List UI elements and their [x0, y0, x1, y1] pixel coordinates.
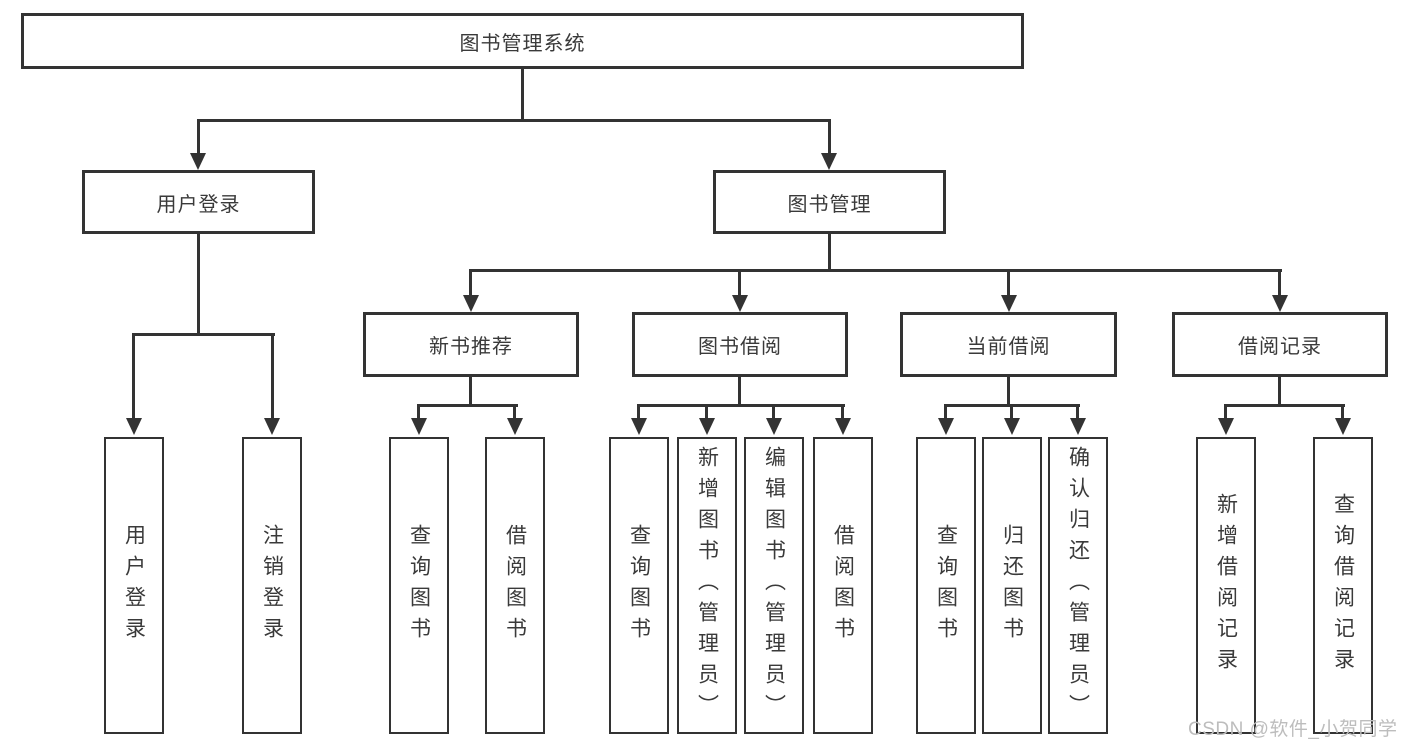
leaf-label: 借阅图书 — [503, 523, 527, 648]
arrowhead — [1070, 418, 1086, 435]
leaf-label: 查询借阅记录 — [1331, 492, 1355, 679]
leaf-add-borrow-record: 新增借阅记录 — [1196, 437, 1256, 734]
connector-line — [271, 333, 274, 420]
arrowhead — [126, 418, 142, 435]
branch-user-login: 用户登录 — [82, 170, 315, 234]
arrowhead — [264, 418, 280, 435]
arrowhead — [190, 153, 206, 170]
arrowhead — [631, 418, 647, 435]
connector-line — [1076, 404, 1079, 420]
section-borrow-records: 借阅记录 — [1172, 312, 1388, 377]
section-book-borrow: 图书借阅 — [632, 312, 848, 377]
leaf-label: 新增借阅记录 — [1214, 492, 1238, 679]
leaf-label: 查询图书 — [407, 523, 431, 648]
leaf-borrow-books-1: 借阅图书 — [485, 437, 545, 734]
connector-line — [417, 404, 420, 420]
connector-line — [197, 232, 200, 336]
connector-line — [197, 119, 200, 155]
leaf-search-books-3: 查询图书 — [916, 437, 976, 734]
connector-line — [513, 404, 516, 420]
arrowhead — [821, 153, 837, 170]
connector-line — [637, 404, 640, 420]
arrowhead — [1218, 418, 1234, 435]
connector-line — [772, 404, 775, 420]
arrowhead — [507, 418, 523, 435]
leaf-borrow-books-2: 借阅图书 — [813, 437, 873, 734]
leaf-search-books-2: 查询图书 — [609, 437, 669, 734]
arrowhead — [1335, 418, 1351, 435]
connector-line — [1278, 269, 1281, 297]
leaf-search-books-1: 查询图书 — [389, 437, 449, 734]
connector-line — [705, 404, 708, 420]
branch-book-mgmt: 图书管理 — [713, 170, 946, 234]
connector-line — [1010, 404, 1013, 420]
connector-line — [638, 404, 845, 407]
connector-line — [197, 119, 831, 122]
arrowhead — [835, 418, 851, 435]
arrowhead — [463, 295, 479, 312]
connector-line — [1224, 404, 1227, 420]
connector-line — [738, 269, 741, 297]
leaf-label: 借阅图书 — [831, 523, 855, 648]
leaf-user-login: 用户登录 — [104, 437, 164, 734]
leaf-confirm-return-admin: 确认归还（管理员） — [1048, 437, 1108, 734]
node-root: 图书管理系统 — [21, 13, 1024, 69]
leaf-label: 查询图书 — [627, 523, 651, 648]
connector-line — [828, 119, 831, 155]
leaf-label: 查询图书 — [934, 523, 958, 648]
leaf-search-borrow-record: 查询借阅记录 — [1313, 437, 1373, 734]
arrowhead — [411, 418, 427, 435]
leaf-label: 新增图书（管理员） — [695, 446, 719, 725]
leaf-logout: 注销登录 — [242, 437, 302, 734]
arrowhead — [766, 418, 782, 435]
connector-line — [1278, 375, 1281, 407]
arrowhead — [1001, 295, 1017, 312]
arrowhead — [699, 418, 715, 435]
arrowhead — [1004, 418, 1020, 435]
connector-line — [1341, 404, 1344, 420]
csdn-watermark: CSDN @软件_小贺同学 — [1188, 719, 1398, 740]
connector-line — [1007, 375, 1010, 407]
connector-line — [944, 404, 947, 420]
connector-line — [1224, 404, 1345, 407]
leaf-add-book-admin: 新增图书（管理员） — [677, 437, 737, 734]
leaf-label: 用户登录 — [122, 523, 146, 648]
section-current-borrow: 当前借阅 — [900, 312, 1117, 377]
arrowhead — [938, 418, 954, 435]
connector-line — [828, 232, 831, 272]
connector-line — [418, 404, 518, 407]
section-new-books: 新书推荐 — [363, 312, 579, 377]
leaf-edit-book-admin: 编辑图书（管理员） — [744, 437, 804, 734]
connector-line — [1007, 269, 1010, 297]
leaf-return-book: 归还图书 — [982, 437, 1042, 734]
connector-line — [841, 404, 844, 420]
connector-line — [521, 67, 524, 121]
leaf-label: 编辑图书（管理员） — [762, 446, 786, 725]
leaf-label: 注销登录 — [260, 523, 284, 648]
leaf-label: 归还图书 — [1000, 523, 1024, 648]
connector-line — [132, 333, 135, 420]
connector-line — [469, 269, 1282, 272]
connector-line — [469, 375, 472, 407]
connector-line — [738, 375, 741, 407]
arrowhead — [732, 295, 748, 312]
arrowhead — [1272, 295, 1288, 312]
connector-line — [133, 333, 275, 336]
connector-line — [469, 269, 472, 297]
leaf-label: 确认归还（管理员） — [1066, 446, 1090, 725]
